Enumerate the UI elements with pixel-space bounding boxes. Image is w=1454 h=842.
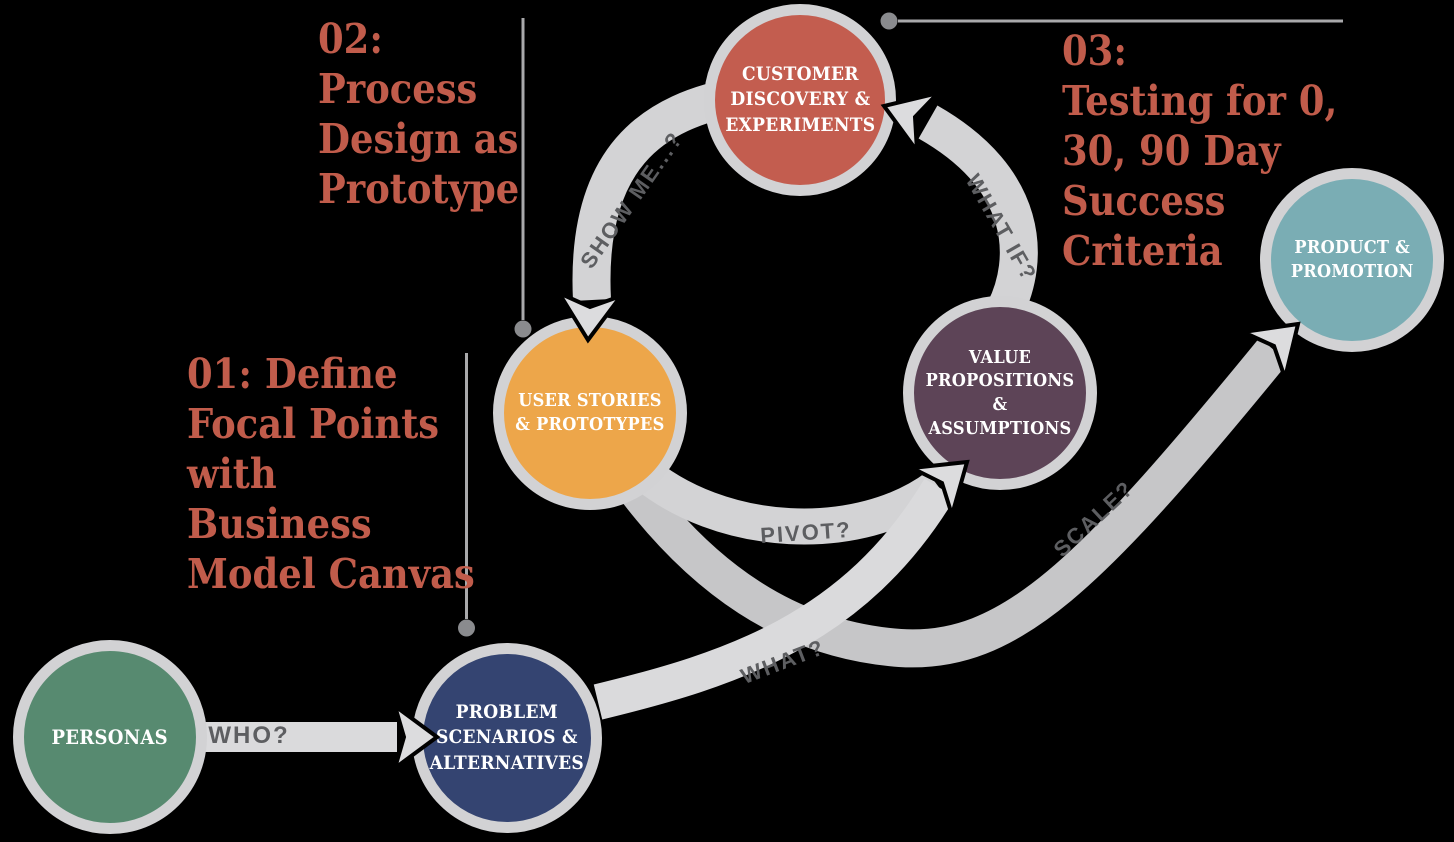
arrow-pivot-what-head-icon	[905, 459, 970, 523]
arrow-who-label: WHO?	[208, 722, 290, 749]
arrow-who-head-icon	[391, 700, 441, 774]
arrow-what-if-arc	[918, 105, 1038, 319]
annotation-step-01: 01: Define Focal Points with Business Mo…	[187, 350, 475, 598]
arrow-pivot-arc	[626, 454, 949, 545]
arrow-what-if-head-icon	[880, 89, 945, 158]
arrow-show-me-head-icon	[553, 288, 627, 344]
arrow-scale-arc	[606, 337, 1289, 668]
node-problem-scenarios: PROBLEM SCENARIOS & ALTERNATIVES	[412, 643, 602, 833]
callout-dot-01	[458, 619, 475, 637]
node-value-propositions-label: VALUE PROPOSITIONS & ASSUMPTIONS	[925, 346, 1075, 439]
callout-dot-02	[514, 320, 532, 338]
node-problem-scenarios-label: PROBLEM SCENARIOS & ALTERNATIVES	[429, 701, 585, 774]
node-personas: PERSONAS	[13, 640, 207, 834]
annotation-step-03: 03: Testing for 0, 30, 90 Day Success Cr…	[1062, 27, 1338, 275]
node-user-stories-label: USER STORIES & PROTOTYPES	[515, 390, 665, 435]
node-customer-discovery-label: CUSTOMER DISCOVERY & EXPERIMENTS	[724, 63, 876, 136]
node-personas-label: PERSONAS	[51, 724, 169, 749]
node-product-promotion-label: PRODUCT & PROMOTION	[1290, 237, 1414, 282]
node-customer-discovery: CUSTOMER DISCOVERY & EXPERIMENTS	[704, 4, 896, 196]
node-value-propositions: VALUE PROPOSITIONS & ASSUMPTIONS	[903, 296, 1097, 490]
callout-dot-03	[880, 12, 898, 30]
arrow-what-arc	[593, 478, 956, 720]
annotation-step-02: 02: Process Design as Prototype	[318, 15, 520, 213]
node-product-promotion: PRODUCT & PROMOTION	[1260, 168, 1444, 352]
node-user-stories: USER STORIES & PROTOTYPES	[493, 316, 687, 510]
arrow-scale-head-icon	[1235, 321, 1301, 386]
